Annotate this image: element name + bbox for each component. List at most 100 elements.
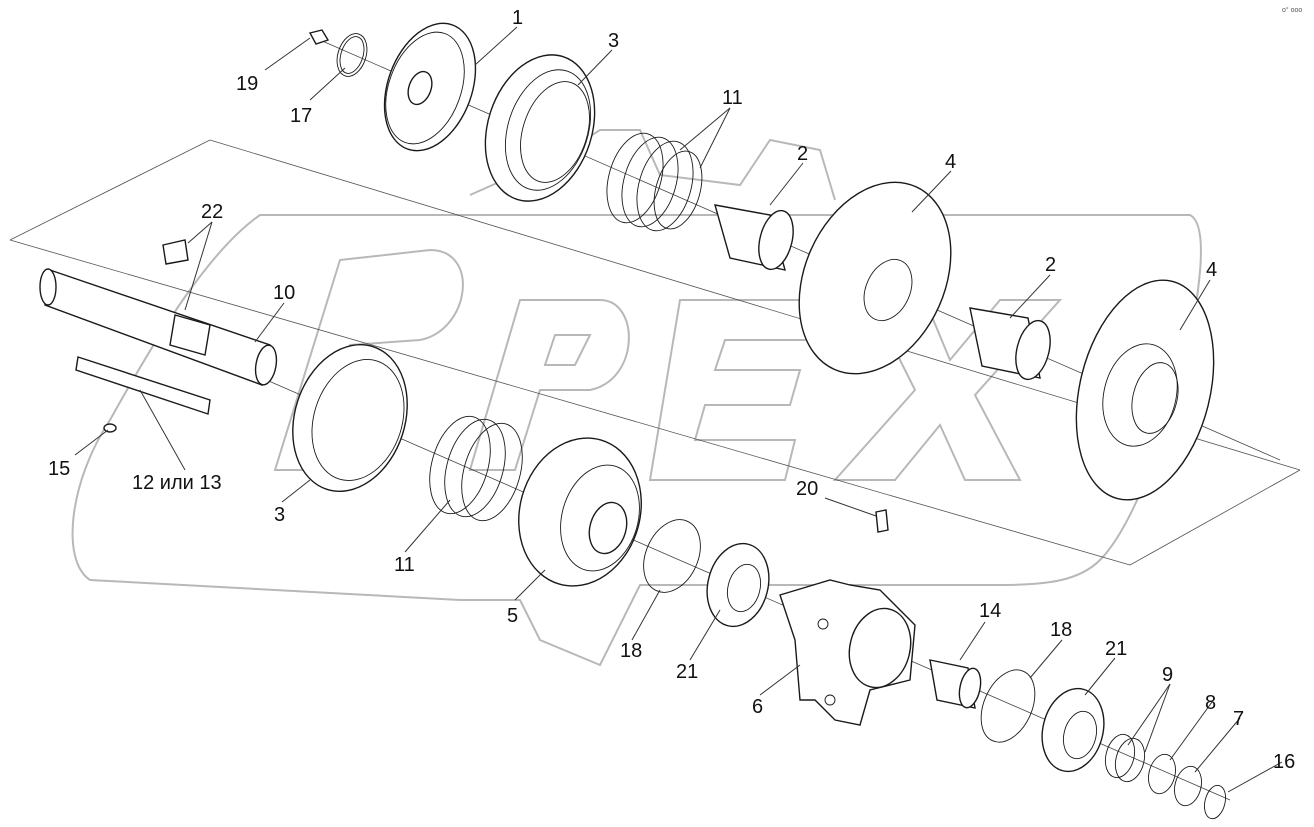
callout-18-right: 18 <box>1050 619 1072 641</box>
part-2-upper-bushing <box>714 204 794 271</box>
opex-watermark <box>71 129 1202 667</box>
leader-11b <box>404 499 451 553</box>
leader-14 <box>959 621 986 661</box>
flange-bore <box>520 81 590 183</box>
ring-outline <box>980 669 1036 743</box>
leader-17 <box>309 67 346 101</box>
ring-inner <box>339 36 365 74</box>
disc-outline <box>1075 279 1215 501</box>
leader-1213 <box>139 389 186 471</box>
bearing-outer <box>1041 687 1105 773</box>
leader-lines <box>74 26 1283 793</box>
part-11-lower-spring <box>429 415 523 522</box>
callout-16: 16 <box>1273 751 1295 773</box>
part-1-cover-disc <box>383 22 477 152</box>
callout-7: 7 <box>1233 708 1244 730</box>
bolt-hole-1 <box>817 618 829 630</box>
leader-11a-2 <box>699 107 731 169</box>
bearing-inner <box>726 563 762 613</box>
washer-outline <box>1148 753 1176 795</box>
key-body <box>162 239 189 265</box>
bushing-end <box>1015 319 1051 381</box>
callout-4-right: 4 <box>1206 259 1217 281</box>
leader-6 <box>759 664 801 696</box>
coil-3 <box>636 140 694 232</box>
leader-11a-1 <box>679 107 731 151</box>
leader-1 <box>474 26 518 66</box>
part-3-lower-flange <box>292 343 408 493</box>
part-12-13-bar <box>75 356 211 415</box>
bar-body <box>75 356 211 415</box>
part-3-upper-flange <box>484 54 596 202</box>
axle-end-right <box>254 344 278 386</box>
flange-inner <box>311 359 405 481</box>
bearing-inner <box>1062 710 1098 760</box>
coil-3 <box>461 422 523 522</box>
watermark-letter-o <box>273 248 464 471</box>
callout-9: 9 <box>1162 664 1173 686</box>
shim-2 <box>1114 737 1146 783</box>
leader-20 <box>824 497 877 517</box>
callout-1: 1 <box>512 7 523 29</box>
callout-22: 22 <box>201 201 223 223</box>
part-9-shims <box>1104 733 1146 783</box>
bolt-hole-2 <box>824 694 836 706</box>
flange-inner <box>504 69 592 191</box>
leader-4b <box>1179 279 1211 331</box>
frame-line-3 <box>1129 469 1301 566</box>
part-7-washer <box>1174 765 1202 807</box>
part-19-grease-nipple <box>308 29 330 45</box>
hub-inner <box>1131 362 1179 434</box>
leader-8 <box>1169 701 1213 761</box>
washer-outline <box>1174 765 1202 807</box>
callout-2-right: 2 <box>1045 254 1056 276</box>
nipple-body <box>875 509 889 533</box>
callout-5: 5 <box>507 605 518 627</box>
sleeve-end <box>958 667 982 709</box>
callout-14: 14 <box>979 600 1001 622</box>
callout-8: 8 <box>1205 692 1216 714</box>
part-21-right-bearing <box>1041 687 1105 773</box>
ring-outline <box>643 519 701 593</box>
leader-18b <box>1029 639 1063 679</box>
disc-rim <box>385 31 465 145</box>
callout-4-upper: 4 <box>945 151 956 173</box>
roller-hub <box>588 501 628 555</box>
frame-line-4 <box>9 239 1131 566</box>
part-4-upper-disc <box>798 181 952 375</box>
roller-outer <box>518 437 642 587</box>
leader-22-a <box>187 221 213 244</box>
callout-19: 19 <box>236 73 258 95</box>
leader-18a <box>631 589 661 641</box>
leader-19 <box>264 37 311 71</box>
callout-11-lower: 11 <box>394 554 415 576</box>
coil-4 <box>653 150 703 230</box>
leader-7 <box>1194 717 1241 773</box>
callout-17: 17 <box>290 105 312 127</box>
bushing-end <box>758 209 794 271</box>
coil-1 <box>606 132 664 224</box>
leader-16 <box>1227 761 1283 793</box>
callout-15: 15 <box>48 458 70 480</box>
callout-20: 20 <box>796 478 818 500</box>
disc-bore <box>863 258 913 322</box>
bracket-bore <box>848 607 912 689</box>
flange-outer <box>292 343 408 493</box>
part-6-bracket <box>779 579 916 726</box>
part-20-grease-nipple <box>875 509 889 533</box>
part-5-roller <box>518 437 642 587</box>
axle-collar <box>169 314 211 356</box>
callout-18-left: 18 <box>620 640 642 662</box>
callout-3-upper: 3 <box>608 30 619 52</box>
callout-11-upper: 11 <box>722 87 743 109</box>
disc-hub <box>407 70 433 106</box>
part-4-right-disc <box>1075 279 1215 501</box>
callout-2-upper: 2 <box>797 143 808 165</box>
part-16-circlip <box>1204 784 1226 820</box>
leader-10 <box>254 302 285 343</box>
leader-15 <box>74 429 109 456</box>
hub-outer <box>1102 343 1178 447</box>
circlip-outline <box>1204 784 1226 820</box>
part-14-sleeve <box>929 659 982 709</box>
leader-3a <box>577 49 613 86</box>
